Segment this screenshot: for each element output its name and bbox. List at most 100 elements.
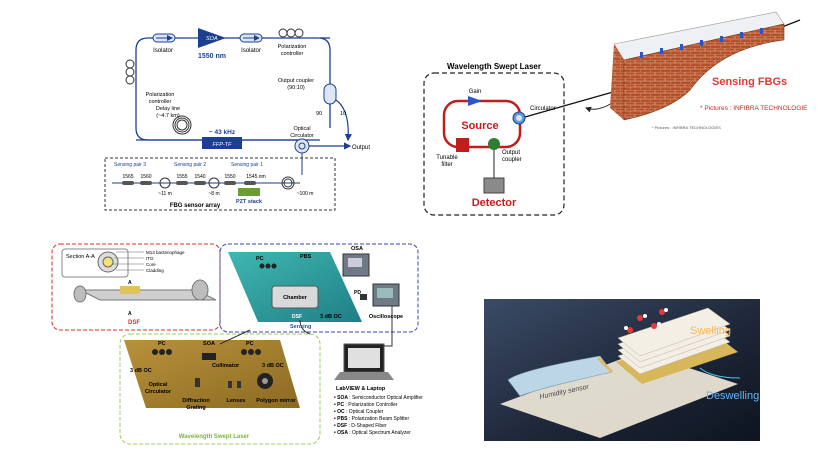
legend-item: • OSA : Optical Spectrum Analyzer — [334, 430, 411, 436]
swept-laser-box — [423, 72, 565, 216]
wl-1550: 1550 — [224, 174, 235, 180]
legend-item: • SOA : Semiconductor Optical Amplifier — [334, 395, 423, 401]
tunable-filter — [456, 138, 469, 152]
source-label: Source — [461, 120, 498, 132]
grating-label-2: Grating — [186, 405, 206, 411]
ffp-tf-box — [202, 137, 242, 149]
legend-item: • PBS : Polarization Beam Splitter — [334, 416, 409, 422]
coupler-label-2: coupler — [502, 157, 522, 163]
legend-item: • PC : Polarization Controller — [334, 402, 398, 408]
bridge-side-wall — [623, 23, 785, 121]
oc-wsl-left-label: 3 dB OC — [130, 368, 152, 374]
array-label: FBG sensor array — [170, 203, 221, 209]
dsf-label: DSF — [292, 314, 302, 320]
sensing-label: Sensing — [290, 324, 311, 330]
water-molecules — [624, 308, 668, 333]
deswelling-label: Deswelling — [706, 390, 759, 402]
swelling-stack — [617, 307, 731, 375]
chamber — [271, 285, 319, 309]
substrate-plate — [500, 352, 738, 438]
dsf-fiber — [79, 289, 217, 301]
output-coupler — [323, 83, 337, 105]
isolator-right-label: Isolator — [241, 48, 261, 54]
oc-wsl-right-label: 3 dB OC — [262, 363, 284, 369]
collimator-label: Collimator — [212, 363, 240, 369]
oscilloscope-label: Oscilloscope — [369, 314, 403, 320]
dist-8m: ~8 m — [208, 191, 219, 197]
circulator-label-2: Circulator — [290, 133, 314, 139]
pc-top-loops — [278, 28, 304, 38]
soa-amplifier — [198, 28, 226, 48]
wsl-box — [119, 333, 321, 445]
section-label: Section A-A — [66, 254, 95, 260]
port-10: 10 — [340, 111, 346, 117]
m13-label: M13 bacteriophage — [146, 250, 185, 255]
polygon-mirror-label: Polygon mirror — [256, 398, 296, 404]
soa-wsl-label: SOA — [203, 341, 215, 347]
wsl-platform — [124, 340, 300, 408]
lenses-label: Lenses — [227, 398, 246, 404]
osa-label: OSA — [351, 246, 363, 252]
output-fiber — [335, 99, 352, 142]
abbreviation-legend: • SOA : Semiconductor Optical Amplifier … — [334, 395, 423, 436]
oc-sensing-label: 3 dB OC — [320, 314, 342, 320]
pc-wsl-a-label: PC — [158, 341, 166, 347]
detector-box — [483, 177, 505, 194]
wl-1540: 1540 — [194, 174, 205, 180]
circulator-label: Circulator — [530, 106, 556, 112]
grating-lens-mirror — [195, 373, 273, 389]
pc-wsl-b-label: PC — [246, 341, 254, 347]
wl-1560: 1560 — [140, 174, 151, 180]
delay-line-length: (~4.7 km) — [156, 113, 180, 119]
bridge-brick-wall — [610, 44, 624, 120]
wsl-label: Wavelength Swept Laser — [179, 434, 250, 440]
a-top-label: A — [128, 280, 132, 286]
pc-left-label-2: controller — [149, 99, 172, 105]
cladding-label: Cladding — [146, 268, 164, 273]
dist-100m: ~100 m — [297, 191, 314, 197]
dist-11m: ~11 m — [158, 191, 172, 197]
wl-1555: 1555 — [176, 174, 187, 180]
optical-circulator — [294, 138, 310, 154]
filter-label-1: Tunable — [436, 155, 458, 161]
port-90: 90 — [316, 111, 322, 117]
soa-wavelength: 1550 nm — [198, 53, 226, 60]
sensing-fbg-marks — [640, 28, 763, 58]
pc-left-label-1: Polarization — [146, 92, 175, 98]
pair2-label: Sensing pair 2 — [174, 162, 206, 168]
dsf-setup-panel: Section A-A M13 bacteriophage ITO Core C… — [51, 243, 423, 445]
fbg-sensor-array-box — [104, 157, 336, 211]
soa-label: SOA — [206, 36, 218, 42]
pair1-label: Sensing pair 1 — [231, 162, 263, 168]
wl-1545: 1545 nm — [246, 174, 265, 180]
bridge-panel: Sensing FBGs * Pictures : INFIBRA TECHNO… — [610, 11, 808, 130]
gain-label: Gain — [469, 89, 482, 95]
gain-triangle — [468, 96, 482, 106]
circulator-wsl-2: Circulator — [145, 389, 172, 395]
filter-label-2: filter — [441, 162, 452, 168]
legend-item: • DSF : D-Shaped Fiber — [334, 423, 387, 429]
pc-left-loops — [125, 59, 135, 85]
ring-laser-panel: Isolator Isolator SOA 1550 nm Polarizati… — [104, 28, 370, 211]
ito-label: ITO — [146, 256, 154, 261]
ffp-tf-label: FFP-TF — [213, 142, 233, 148]
wl-1565: 1565 — [122, 174, 133, 180]
swept-laser-title: Wavelength Swept Laser — [447, 62, 541, 71]
pd-label: PD — [354, 290, 361, 296]
credit-small: * Pictures : INFIBRA TECHNOLOGIES — [652, 125, 721, 130]
fbg-gratings — [122, 181, 256, 185]
fiber-cross-section — [97, 251, 119, 273]
delay-line-coil — [172, 115, 192, 135]
swelling-label: Swelling — [690, 325, 731, 337]
delay-line-label: Delay line — [156, 106, 180, 112]
labview-label: LabVIEW & Laptop — [336, 386, 386, 392]
chamber-label: Chamber — [283, 295, 308, 301]
grating-label-1: Diffraction — [182, 398, 210, 404]
coupler-label-1: Output coupler — [278, 78, 314, 84]
sensing-box — [219, 243, 419, 333]
pair3-label: Sensing pair 3 — [114, 162, 146, 168]
coupler-label-2: (90:10) — [287, 85, 305, 91]
sensing-fbgs-label: Sensing FBGs — [712, 76, 787, 88]
output-coupler-dot — [488, 138, 500, 150]
